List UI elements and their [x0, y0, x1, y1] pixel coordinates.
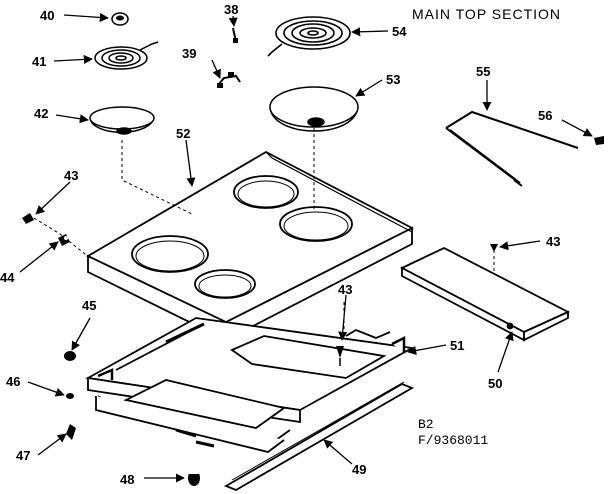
- label-50: 50: [488, 376, 502, 391]
- code-line-2: F/9368011: [418, 433, 488, 448]
- part-55-rod: [445, 110, 579, 187]
- part-50-vent-panel: [399, 246, 571, 342]
- label-51: 51: [450, 338, 464, 353]
- diagram-title: MAIN TOP SECTION: [412, 6, 561, 22]
- label-44: 44: [0, 270, 15, 285]
- part-51-frame: [85, 317, 415, 453]
- label-39: 39: [182, 46, 196, 61]
- part-43-screw-left: [22, 213, 34, 224]
- part-52-cooktop: [86, 150, 414, 342]
- part-46-screw: [66, 393, 74, 399]
- part-54-large-element: [267, 16, 351, 57]
- part-47-leveler: [66, 424, 76, 440]
- part-45-nut: [64, 351, 76, 361]
- label-56: 56: [538, 108, 552, 123]
- label-45: 45: [82, 298, 96, 313]
- part-43-screw-center: [336, 346, 344, 366]
- label-53: 53: [386, 72, 400, 87]
- part-41-small-element: [94, 41, 159, 70]
- code-line-1: B2: [418, 417, 434, 432]
- part-48-foot: [188, 470, 200, 486]
- label-47: 47: [16, 448, 30, 463]
- label-46: 46: [6, 374, 20, 389]
- part-40-cap: [111, 12, 129, 26]
- label-38: 38: [224, 2, 238, 17]
- part-49-trim-strip: [223, 381, 415, 491]
- label-42: 42: [34, 106, 48, 121]
- part-38-screw: [232, 27, 238, 43]
- label-43-center: 43: [338, 282, 352, 297]
- part-56-screw: [594, 136, 604, 145]
- part-39-clip: [217, 72, 241, 88]
- leader-lines: [19, 12, 593, 483]
- label-43-upper-left: 43: [64, 168, 78, 183]
- label-49: 49: [352, 462, 366, 477]
- part-53-large-drip-pan: [269, 86, 359, 132]
- part-44-clip: [58, 234, 70, 246]
- label-40: 40: [40, 8, 54, 23]
- label-54: 54: [392, 24, 407, 39]
- label-52: 52: [176, 126, 190, 141]
- label-48: 48: [120, 472, 134, 487]
- label-43-right: 43: [546, 234, 560, 249]
- part-42-small-drip-pan: [89, 106, 155, 135]
- label-41: 41: [32, 54, 46, 69]
- label-55: 55: [476, 64, 490, 79]
- part-43-screw-right: [490, 244, 498, 252]
